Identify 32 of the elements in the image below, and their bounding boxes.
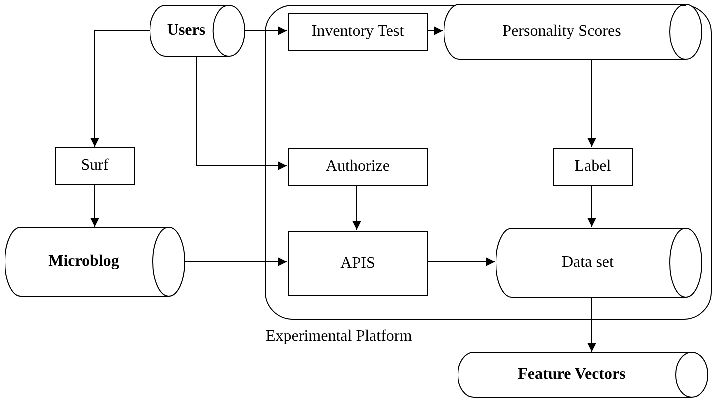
arrow (426, 258, 496, 266)
data-cylinder (458, 352, 708, 398)
node-label: Personality Scores (502, 22, 622, 42)
arrow (90, 30, 150, 148)
data-cylinder (150, 5, 245, 57)
node-label: Users (167, 21, 206, 41)
platform-label: Experimental Platform (266, 327, 412, 347)
process-box (288, 231, 428, 296)
arrow (196, 56, 288, 170)
arrow (352, 184, 362, 230)
arrow (244, 26, 288, 36)
node-label: Authorize (326, 157, 390, 177)
data-cylinder (5, 227, 185, 297)
process-box (288, 148, 428, 186)
process-box (288, 13, 428, 51)
arrow (588, 58, 596, 148)
data-cylinder (496, 228, 702, 298)
node-label: Inventory Test (312, 22, 404, 42)
arrow (588, 296, 596, 352)
process-box (55, 147, 135, 185)
node-label: Label (574, 157, 612, 177)
node-label: Surf (81, 156, 109, 176)
node-label: Microblog (48, 252, 120, 272)
process-box (553, 148, 633, 186)
arrow (588, 184, 596, 228)
arrow (90, 184, 100, 228)
data-cylinder (444, 4, 702, 60)
node-label: APIS (340, 254, 376, 274)
arrow (184, 258, 288, 266)
arrow (426, 26, 444, 36)
node-label: Feature Vectors (518, 365, 626, 385)
node-label: Data set (562, 253, 614, 273)
